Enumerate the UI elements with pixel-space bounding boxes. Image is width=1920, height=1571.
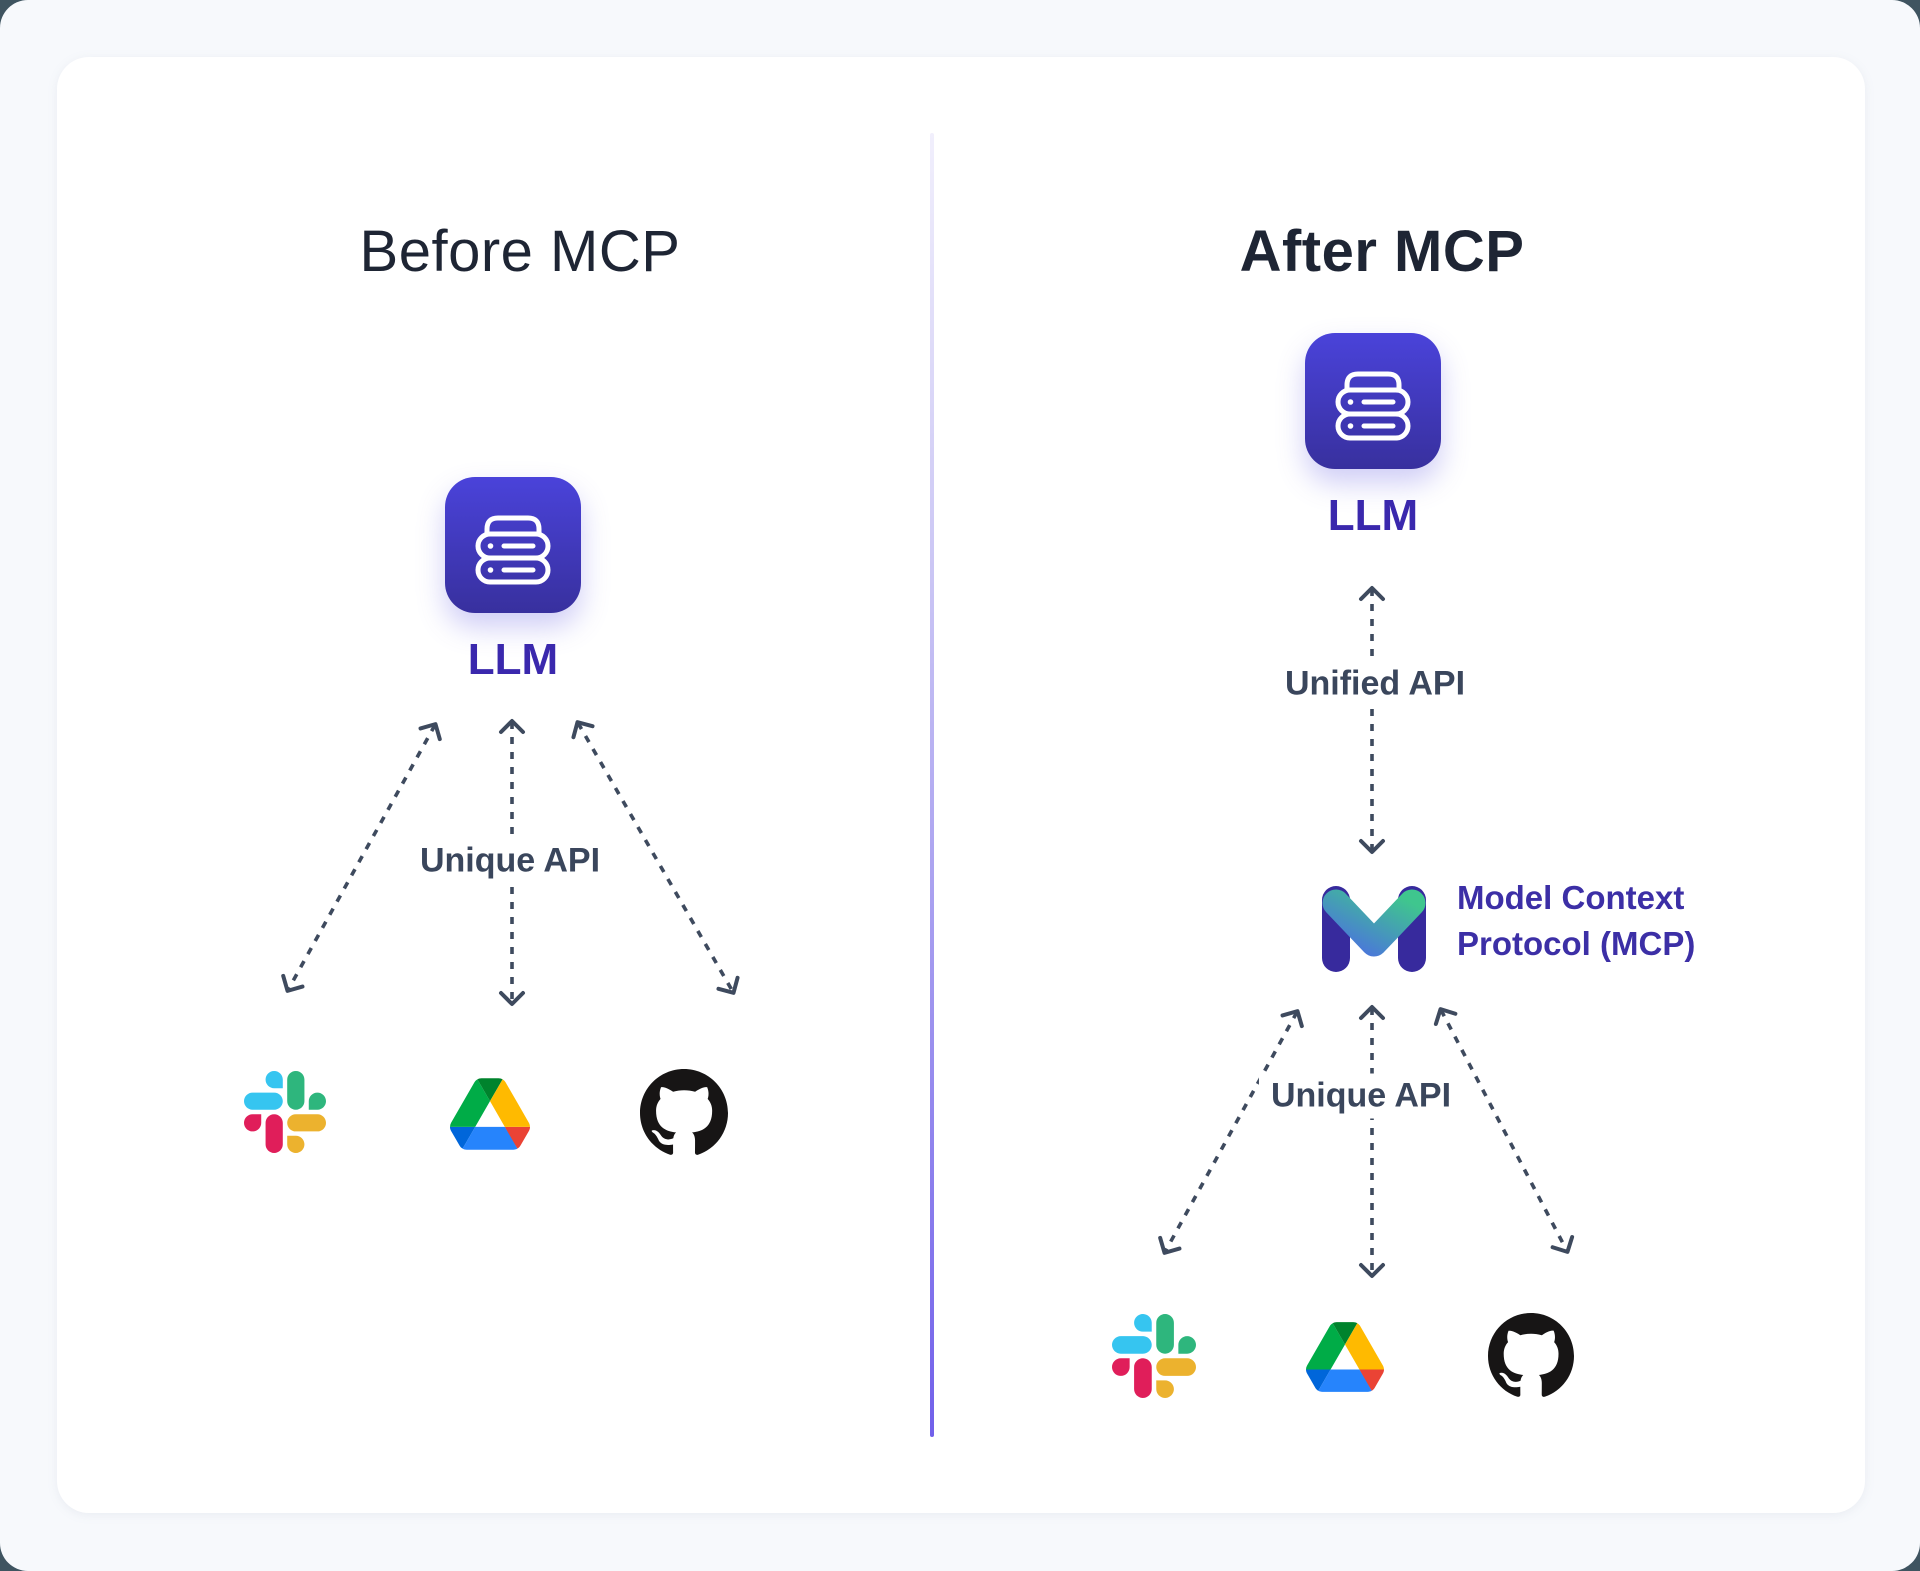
mcp-label-line1: Model Context bbox=[1457, 879, 1685, 916]
slack-icon bbox=[244, 1071, 326, 1153]
unique-api-label-after: Unique API bbox=[1258, 1073, 1464, 1119]
google-drive-icon bbox=[450, 1078, 530, 1150]
before-title: Before MCP bbox=[359, 219, 681, 284]
llm-box-after bbox=[1305, 333, 1441, 469]
server-stack-icon bbox=[1335, 371, 1411, 441]
server-stack-icon bbox=[475, 515, 551, 585]
slack-icon bbox=[1112, 1314, 1196, 1398]
unified-api-arrow bbox=[1359, 586, 1385, 854]
panel-divider bbox=[930, 133, 934, 1437]
unique-api-label-before: Unique API bbox=[407, 838, 613, 884]
google-drive-icon bbox=[1306, 1322, 1384, 1392]
mcp-logo bbox=[1322, 886, 1426, 972]
llm-box-before bbox=[445, 477, 581, 613]
mcp-label: Model Context Protocol (MCP) bbox=[1457, 875, 1695, 967]
after-title: After MCP bbox=[1239, 219, 1525, 284]
github-icon bbox=[1488, 1313, 1574, 1397]
github-icon bbox=[640, 1069, 728, 1155]
unified-api-label: Unified API bbox=[1272, 661, 1478, 707]
llm-label-after: LLM bbox=[1327, 491, 1419, 540]
mcp-label-line2: Protocol (MCP) bbox=[1457, 925, 1696, 962]
diagram-card: Before MCP LLM Unique API bbox=[57, 57, 1865, 1513]
after-arrows bbox=[1158, 1005, 1575, 1278]
llm-label-before: LLM bbox=[467, 635, 559, 684]
